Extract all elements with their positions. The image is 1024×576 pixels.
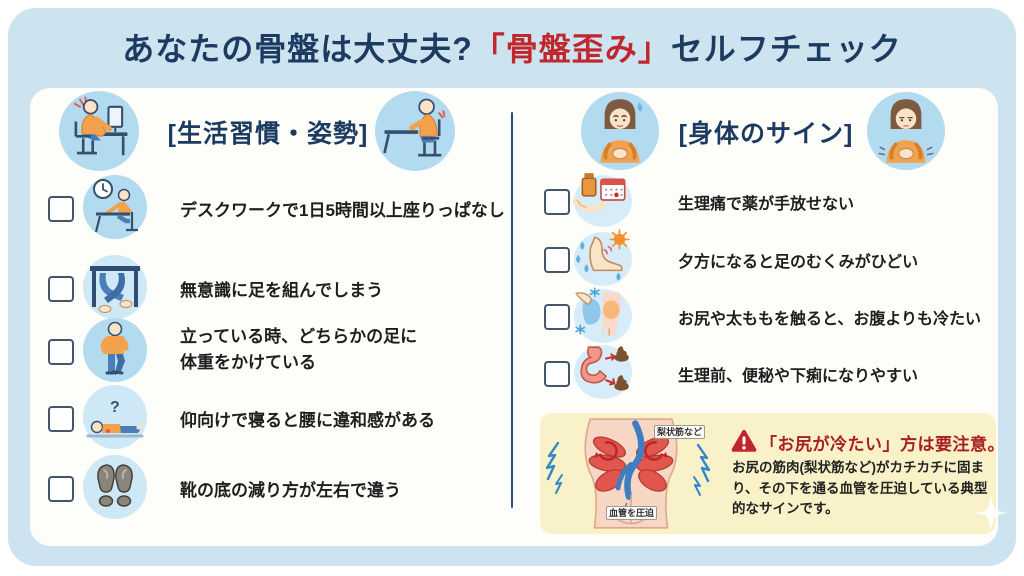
warning-title: 「お尻が冷たい」方は要注意。 (760, 435, 1005, 454)
page-title-prefix: あなたの骨盤は大丈夫? (122, 31, 473, 67)
lightning-left-icon (545, 441, 563, 494)
warning-box: 梨状筋など 血管を圧迫 「お尻が冷たい」方は要注意。 お尻の筋肉(梨状筋など)が… (540, 413, 1005, 534)
anatomy-label-piriformis: 梨状筋など (654, 425, 706, 439)
anatomy-label-vessel: 血管を圧迫 (606, 506, 658, 520)
checkbox-crossed-legs[interactable] (48, 276, 74, 302)
page-title-highlight: 「骨盤歪み」 (472, 31, 671, 67)
checkbox-standing-weight[interactable] (48, 339, 74, 365)
checkbox-constipation-diarrhea[interactable] (544, 361, 570, 387)
checkbox-lying-discomfort[interactable] (48, 406, 74, 432)
standing-person-icon (83, 318, 147, 382)
item-label-leg-swelling: 夕方になると足のむくみがひどい (678, 254, 919, 271)
checkbox-desk-work[interactable] (48, 196, 74, 222)
clock-desk-icon (83, 175, 147, 239)
crossed-legs-icon (83, 255, 147, 319)
checkbox-cold-buttocks[interactable] (544, 304, 570, 330)
item-label-lying-discomfort: 仰向けで寝ると腰に違和感がある (180, 411, 435, 430)
medicine-calendar-icon (572, 173, 632, 227)
warning-triangle-icon (731, 429, 757, 452)
swollen-foot-icon (574, 229, 632, 286)
checkbox-leg-swelling[interactable] (544, 247, 570, 273)
item-label-period-medicine: 生理痛で薬が手放せない (678, 196, 855, 213)
lightning-right-icon (693, 443, 711, 496)
checkbox-period-medicine[interactable] (544, 189, 570, 215)
buttocks-anatomy-illustration (584, 418, 679, 529)
item-label-shoe-wear: 靴の底の減り方が左右で違う (180, 481, 401, 500)
shoe-soles-icon (83, 455, 147, 519)
checklist-card: [生活習慣・姿勢] デスクワークで1日5時間以上座りっぱなし (30, 88, 1005, 546)
desk-worker-icon (59, 91, 139, 171)
stomach-bowel-icon (574, 345, 632, 399)
warning-body: お尻の筋肉(梨状筋など)がカチカチに固まり、その下を通る血管を圧迫している典型的… (732, 460, 988, 517)
right-section-header: [身体のサイン] (678, 120, 854, 148)
item-label-cold-buttocks: お尻や太ももを触ると、お腹よりも冷たい (678, 311, 982, 328)
left-section-header: [生活習慣・姿勢] (167, 120, 369, 148)
slouched-sitting-icon (375, 91, 455, 171)
sparkle-decoration-icon (974, 496, 1008, 530)
checkbox-shoe-wear[interactable] (48, 476, 74, 502)
woman-holding-belly-icon (867, 92, 945, 170)
cold-buttocks-icon (574, 287, 632, 343)
page-title-suffix: セルフチェック (670, 31, 902, 67)
item-label-standing-weight: 立っている時、どちらかの足に 体重をかけている (180, 327, 418, 373)
worried-woman-icon (581, 92, 659, 170)
page-title: あなたの骨盤は大丈夫?「骨盤歪み」セルフチェック (0, 24, 1024, 70)
item-label-desk-work: デスクワークで1日5時間以上座りっぱなし (180, 201, 505, 220)
lying-person-icon: ? (83, 385, 147, 449)
item-label-crossed-legs: 無意識に足を組んでしまう (180, 281, 384, 300)
column-divider (511, 112, 513, 508)
item-label-constipation-diarrhea: 生理前、便秘や下痢になりやすい (678, 368, 919, 385)
svg-text:?: ? (110, 399, 120, 416)
